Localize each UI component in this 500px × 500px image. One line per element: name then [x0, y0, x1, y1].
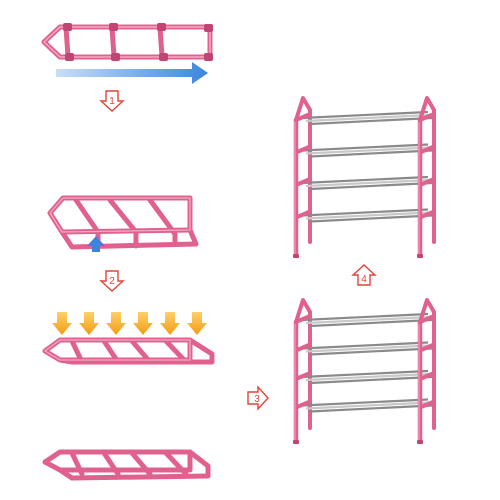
rods-inserted-frame — [47, 114, 199, 250]
step-arrow-3: 3 — [247, 385, 269, 411]
step-number-3: 3 — [254, 394, 260, 405]
hollow-arrow-icon — [247, 385, 269, 411]
step-number-4: 4 — [361, 274, 367, 285]
orange-down-arrow-icon — [79, 312, 99, 335]
shelf-tier — [294, 175, 436, 191]
step-arrow-1: 1 — [99, 90, 125, 112]
step-number-1: 1 — [109, 96, 115, 107]
shelf-tier — [294, 143, 436, 158]
shelf-tier — [294, 312, 436, 328]
step-number-2: 2 — [109, 276, 115, 287]
frame-side-panel — [41, 23, 213, 61]
shelf-tier — [294, 208, 436, 223]
hollow-arrow-icon — [99, 90, 125, 112]
partial-rack — [293, 298, 436, 445]
shelf-tier — [294, 398, 436, 413]
orange-down-arrow-icon — [133, 312, 153, 335]
orange-down-arrow-icon — [52, 312, 72, 335]
shelf-tier — [294, 110, 436, 126]
orange-down-arrow-icon — [160, 312, 180, 335]
shelf-tier — [294, 369, 436, 385]
step-arrow-2: 2 — [99, 270, 125, 292]
shelf-tier — [294, 341, 436, 356]
step-arrow-4: 4 — [351, 264, 377, 286]
blue-up-arrow-icon — [87, 236, 105, 252]
orange-down-arrow-icon — [187, 312, 207, 335]
press-arrows — [52, 312, 207, 335]
blue-arrow-icon — [56, 62, 208, 84]
hollow-arrow-icon — [351, 264, 377, 286]
top-frame-pressed — [42, 337, 215, 481]
hollow-arrow-icon — [99, 270, 125, 292]
orange-down-arrow-icon — [106, 312, 126, 335]
completed-rack — [293, 96, 436, 259]
